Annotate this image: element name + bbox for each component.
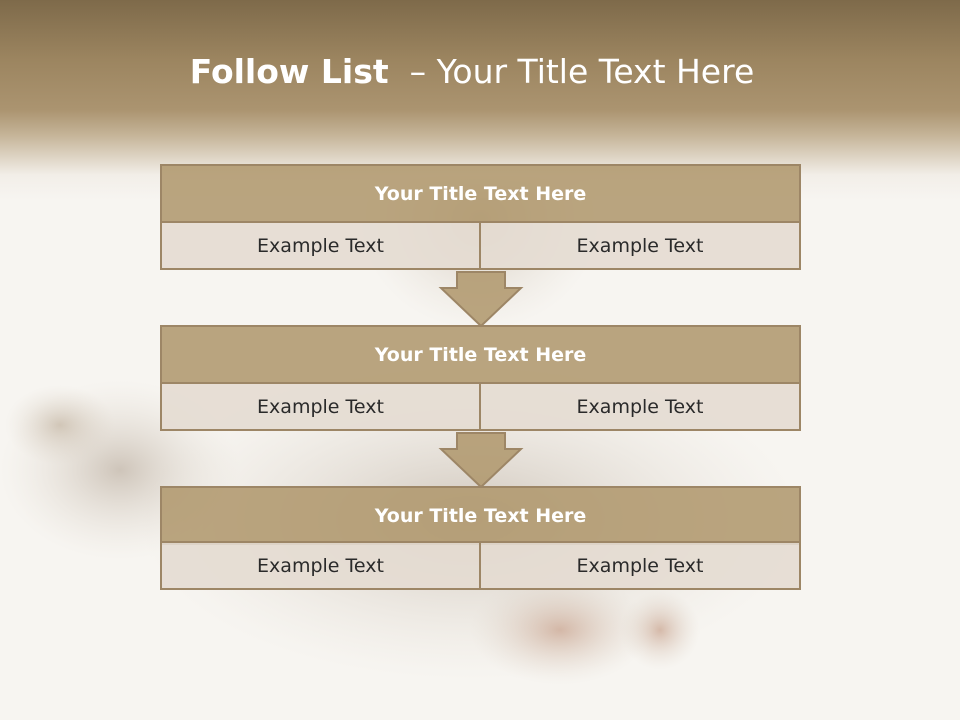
slide-title-rest: – Your Title Text Here xyxy=(389,52,755,91)
block-title: Your Title Text Here xyxy=(160,486,801,545)
block-text-left: Example Text xyxy=(160,541,481,590)
slide-title-rest-text: – Your Title Text Here xyxy=(409,52,755,91)
block-text-right: Example Text xyxy=(479,221,801,270)
slide-title: Follow List – Your Title Text Here xyxy=(0,52,944,91)
block-text-right: Example Text xyxy=(479,382,801,431)
slide-title-bold: Follow List xyxy=(189,52,389,91)
down-arrow-icon xyxy=(438,432,524,489)
block-text-left: Example Text xyxy=(160,221,481,270)
block-title: Your Title Text Here xyxy=(160,325,801,384)
block-text-right: Example Text xyxy=(479,541,801,590)
block-title: Your Title Text Here xyxy=(160,164,801,223)
down-arrow-icon xyxy=(438,271,524,328)
block-text-left: Example Text xyxy=(160,382,481,431)
